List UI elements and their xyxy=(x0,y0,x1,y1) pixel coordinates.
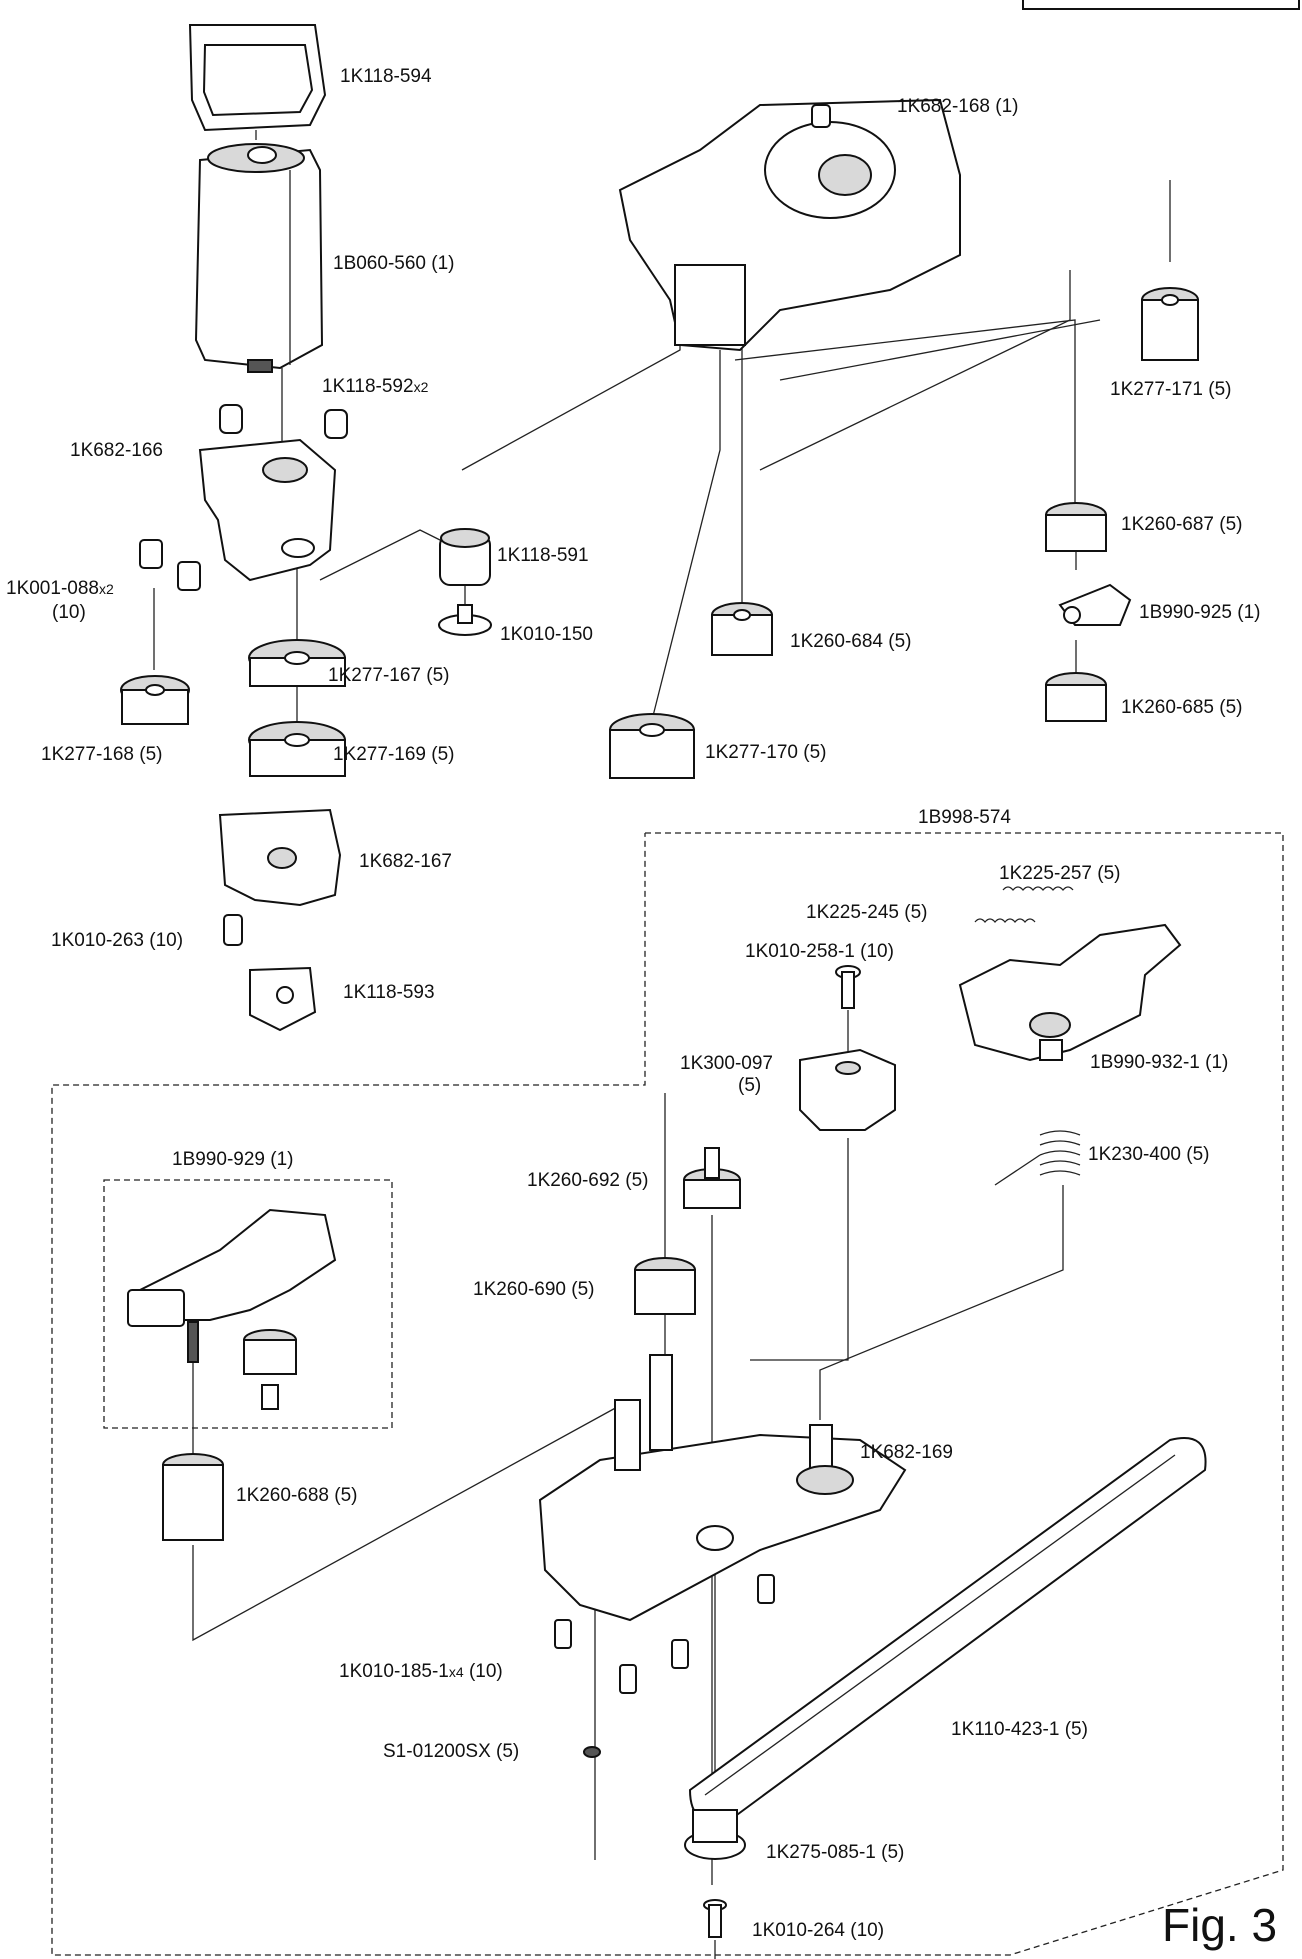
gear-part-1K277-168 xyxy=(120,675,190,725)
label-1K010-263: 1K010-263 (10) xyxy=(51,930,184,951)
motor-part-1B060-560 xyxy=(194,143,324,373)
label-1K682-167: 1K682-167 xyxy=(359,851,452,872)
figure-label: Fig. 3 xyxy=(1162,1899,1278,1951)
label-1K225-245: 1K225-245 (5) xyxy=(806,902,928,923)
bushing-part-1K118-591 xyxy=(439,528,491,586)
subassembly-part-1B990-929 xyxy=(127,1208,337,1410)
label-1K260-684: 1K260-684 (5) xyxy=(790,631,912,652)
screw-part-1K001-088 xyxy=(139,539,201,591)
gear-part-1K277-167 xyxy=(248,639,346,687)
label-1K010-150: 1K010-150 xyxy=(500,624,593,645)
washer-part-1K010-150 xyxy=(438,604,492,636)
assembly-boundary-main xyxy=(51,832,1284,1956)
plate-part-1K118-593 xyxy=(249,966,317,1032)
label-1K300-097: 1K300-097 xyxy=(680,1053,773,1074)
label-1B990-932-1: 1B990-932-1 (1) xyxy=(1090,1052,1229,1073)
label-assembly-1B998-574: 1B998-574 xyxy=(918,807,1011,828)
label-assembly-1B990-929: 1B990-929 (1) xyxy=(172,1149,294,1170)
label-1B990-925: 1B990-925 (1) xyxy=(1139,602,1261,623)
label-1K118-591: 1K118-591 xyxy=(497,545,589,566)
label-1K118-592: 1K118-592x2 xyxy=(322,376,429,397)
screw-part-1K010-264 xyxy=(703,1899,727,1938)
label-1K230-400: 1K230-400 (5) xyxy=(1088,1144,1210,1165)
label-1K010-185-1: 1K010-185-1x4 (10) xyxy=(339,1661,503,1682)
spring-part-1K225-257 xyxy=(1002,886,1074,892)
label-1K682-169: 1K682-169 xyxy=(860,1442,953,1463)
screw-part-1K010-263 xyxy=(223,914,243,946)
bushing-part-1K118-592 xyxy=(219,404,348,439)
label-1K001-088: 1K001-088x2 xyxy=(6,578,114,599)
gear-part-1K260-687 xyxy=(1045,502,1107,552)
cap-part-1K118-594 xyxy=(188,24,327,132)
label-1K277-167: 1K277-167 (5) xyxy=(328,665,450,686)
label-1K001-088-pkg: (10) xyxy=(52,602,86,623)
label-1K260-687: 1K260-687 (5) xyxy=(1121,514,1243,535)
label-1K118-594: 1K118-594 xyxy=(340,66,432,87)
gear-part-1K260-685 xyxy=(1045,672,1107,722)
screw-part-1K010-185-1 xyxy=(554,1574,775,1694)
label-1B060-560: 1B060-560 (1) xyxy=(333,253,455,274)
label-1K260-688: 1K260-688 (5) xyxy=(236,1485,358,1506)
label-1K275-085-1: 1K275-085-1 (5) xyxy=(766,1842,905,1863)
gear-part-1K260-684 xyxy=(711,602,773,656)
title-box-edge xyxy=(1022,0,1300,10)
gear-part-1K260-690 xyxy=(634,1257,696,1315)
label-1K110-423-1: 1K110-423-1 (5) xyxy=(951,1719,1088,1740)
plate-part-1K682-167 xyxy=(218,808,342,907)
label-1K010-258-1: 1K010-258-1 (10) xyxy=(745,941,894,962)
label-1K225-257: 1K225-257 (5) xyxy=(999,863,1121,884)
label-S1-01200SX: S1-01200SX (5) xyxy=(383,1741,520,1762)
gear-part-1K300-097 xyxy=(799,1048,896,1131)
screw-part-1K010-258-1 xyxy=(835,965,861,1009)
label-1K682-166: 1K682-166 xyxy=(70,440,163,461)
gear-part-1K277-171 xyxy=(1141,287,1199,361)
base-part-1K682-169 xyxy=(538,1354,907,1622)
label-1K682-168: 1K682-168 (1) xyxy=(897,96,1019,117)
gear-part-1K260-688 xyxy=(162,1453,224,1541)
lever-part-1B990-932-1 xyxy=(958,923,1182,1062)
label-1K277-171: 1K277-171 (5) xyxy=(1110,379,1232,400)
label-1K300-097-pkg: (5) xyxy=(738,1075,762,1096)
label-1K277-169: 1K277-169 (5) xyxy=(333,744,455,765)
label-1K260-690: 1K260-690 (5) xyxy=(473,1279,595,1300)
bracket-part-1K682-166 xyxy=(198,438,337,582)
frame-part-1K682-168 xyxy=(618,98,961,352)
label-1K260-692: 1K260-692 (5) xyxy=(527,1170,649,1191)
label-1K260-685: 1K260-685 (5) xyxy=(1121,697,1243,718)
gear-part-1K277-169 xyxy=(248,721,346,777)
label-1K277-170: 1K277-170 (5) xyxy=(705,742,827,763)
spring-part-1K225-245 xyxy=(974,918,1036,924)
spring-part-1K230-400 xyxy=(1039,1130,1081,1176)
label-1K010-264: 1K010-264 (10) xyxy=(752,1920,885,1941)
label-1K277-168: 1K277-168 (5) xyxy=(41,744,163,765)
pulley-part-1K275-085-1 xyxy=(684,1809,746,1860)
label-1K118-593: 1K118-593 xyxy=(343,982,435,1003)
gear-part-1K260-692 xyxy=(683,1147,741,1209)
clip-part-S1-01200SX xyxy=(583,1746,601,1758)
gear-part-1K277-170 xyxy=(609,713,695,779)
lever-part-1B990-925 xyxy=(1058,583,1132,626)
assembly-boundary-sub xyxy=(103,1179,393,1429)
